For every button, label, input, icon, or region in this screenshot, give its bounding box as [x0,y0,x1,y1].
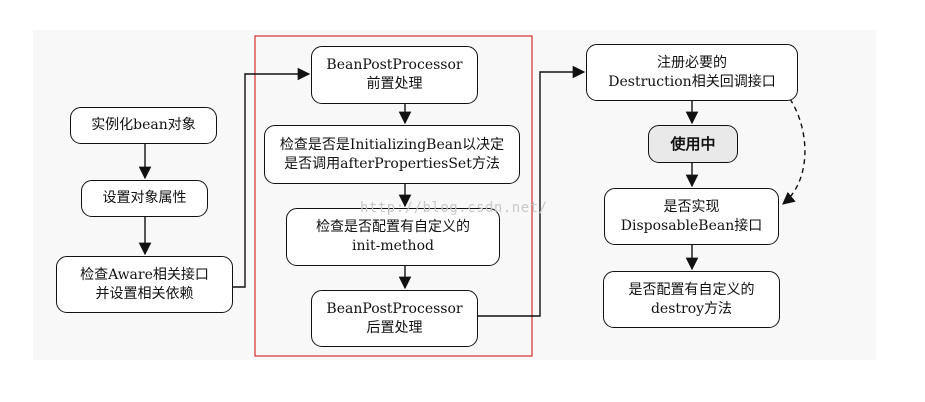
node-check-destroy-method-label: 是否配置有自定义的 destroy方法 [628,281,755,317]
node-check-disposable-bean: 是否实现 DisposableBean接口 [604,188,779,245]
node-bpp-before-label: BeanPostProcessor 前置处理 [326,57,463,92]
node-check-disposable-bean-label: 是否实现 DisposableBean接口 [620,198,763,234]
node-in-use: 使用中 [648,125,738,163]
node-set-properties-label: 设置对象属性 [102,190,187,206]
node-register-destruction: 注册必要的 Destruction相关回调接口 [586,44,798,101]
node-check-destroy-method: 是否配置有自定义的 destroy方法 [603,271,780,328]
node-instantiate-bean-label: 实例化bean对象 [91,117,196,133]
arrow-aware-to-bpp-before [233,67,311,288]
dashed-arrow-destruction-to-disposable [782,98,806,205]
node-set-properties: 设置对象属性 [81,180,208,217]
node-bpp-after-label: BeanPostProcessor 后置处理 [326,300,463,336]
node-instantiate-bean: 实例化bean对象 [70,107,217,144]
node-check-init-method: 检查是否配置有自定义的 init-method [286,208,500,266]
node-check-initializing-bean-label: 检查是否是InitializingBean以决定 是否调用afterProper… [279,136,505,172]
node-bpp-after: BeanPostProcessor 后置处理 [311,290,478,347]
node-check-initializing-bean: 检查是否是InitializingBean以决定 是否调用afterProper… [264,125,520,184]
node-register-destruction-label: 注册必要的 Destruction相关回调接口 [608,54,776,90]
watermark-text: http://blog.csdn.net/ [360,200,548,216]
node-in-use-label: 使用中 [670,134,716,153]
highlight-frame [254,35,533,357]
node-check-aware-label: 检查Aware相关接口 并设置相关依赖 [80,266,209,302]
node-check-init-method-label: 检查是否配置有自定义的 init-method [316,219,470,254]
node-bpp-before: BeanPostProcessor 前置处理 [311,46,478,104]
node-check-aware: 检查Aware相关接口 并设置相关依赖 [56,256,233,313]
arrow-bpp-after-to-destruction [478,65,586,317]
